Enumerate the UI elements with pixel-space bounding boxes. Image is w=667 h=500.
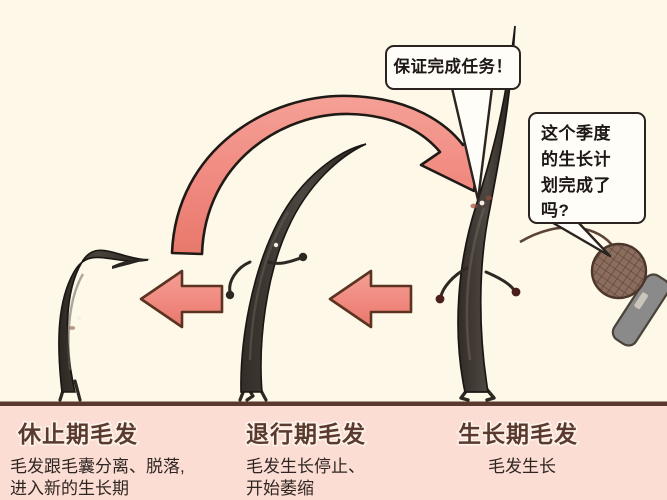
stage-title-anagen: 生长期毛发 — [456, 419, 578, 448]
hair-anagen — [435, 25, 521, 402]
stage-column-telogen: 休止期毛发 毛发跟毛囊分离、脱落, 进入新的生长期 — [8, 406, 233, 500]
stage-title-catagen: 退行期毛发 — [244, 419, 366, 448]
stage-description-catagen: 毛发生长停止、 开始萎缩 — [246, 457, 365, 498]
stage-description-telogen: 毛发跟毛囊分离、脱落, 进入新的生长期 — [10, 457, 185, 498]
caption-band: 休止期毛发 毛发跟毛囊分离、脱落, 进入新的生长期 退行期毛发 毛发生长停止、 … — [0, 403, 667, 500]
transition-arrow-2 — [328, 269, 413, 329]
stage-column-anagen: 生长期毛发 毛发生长 — [440, 406, 665, 478]
speech-bubble-promise: 保证完成任务！ — [385, 45, 521, 90]
microphone-icon — [519, 226, 667, 347]
stage-description-anagen: 毛发生长 — [488, 457, 556, 476]
stage-title-telogen: 休止期毛发 — [16, 419, 138, 448]
hair-catagen — [225, 143, 367, 402]
hair-telogen — [58, 249, 150, 402]
stage-column-catagen: 退行期毛发 毛发生长停止、 开始萎缩 — [240, 406, 440, 500]
transition-arrow-1 — [139, 269, 224, 329]
speech-bubble-question: 这个季度 的生长计 划完成了 吗? — [528, 112, 646, 224]
